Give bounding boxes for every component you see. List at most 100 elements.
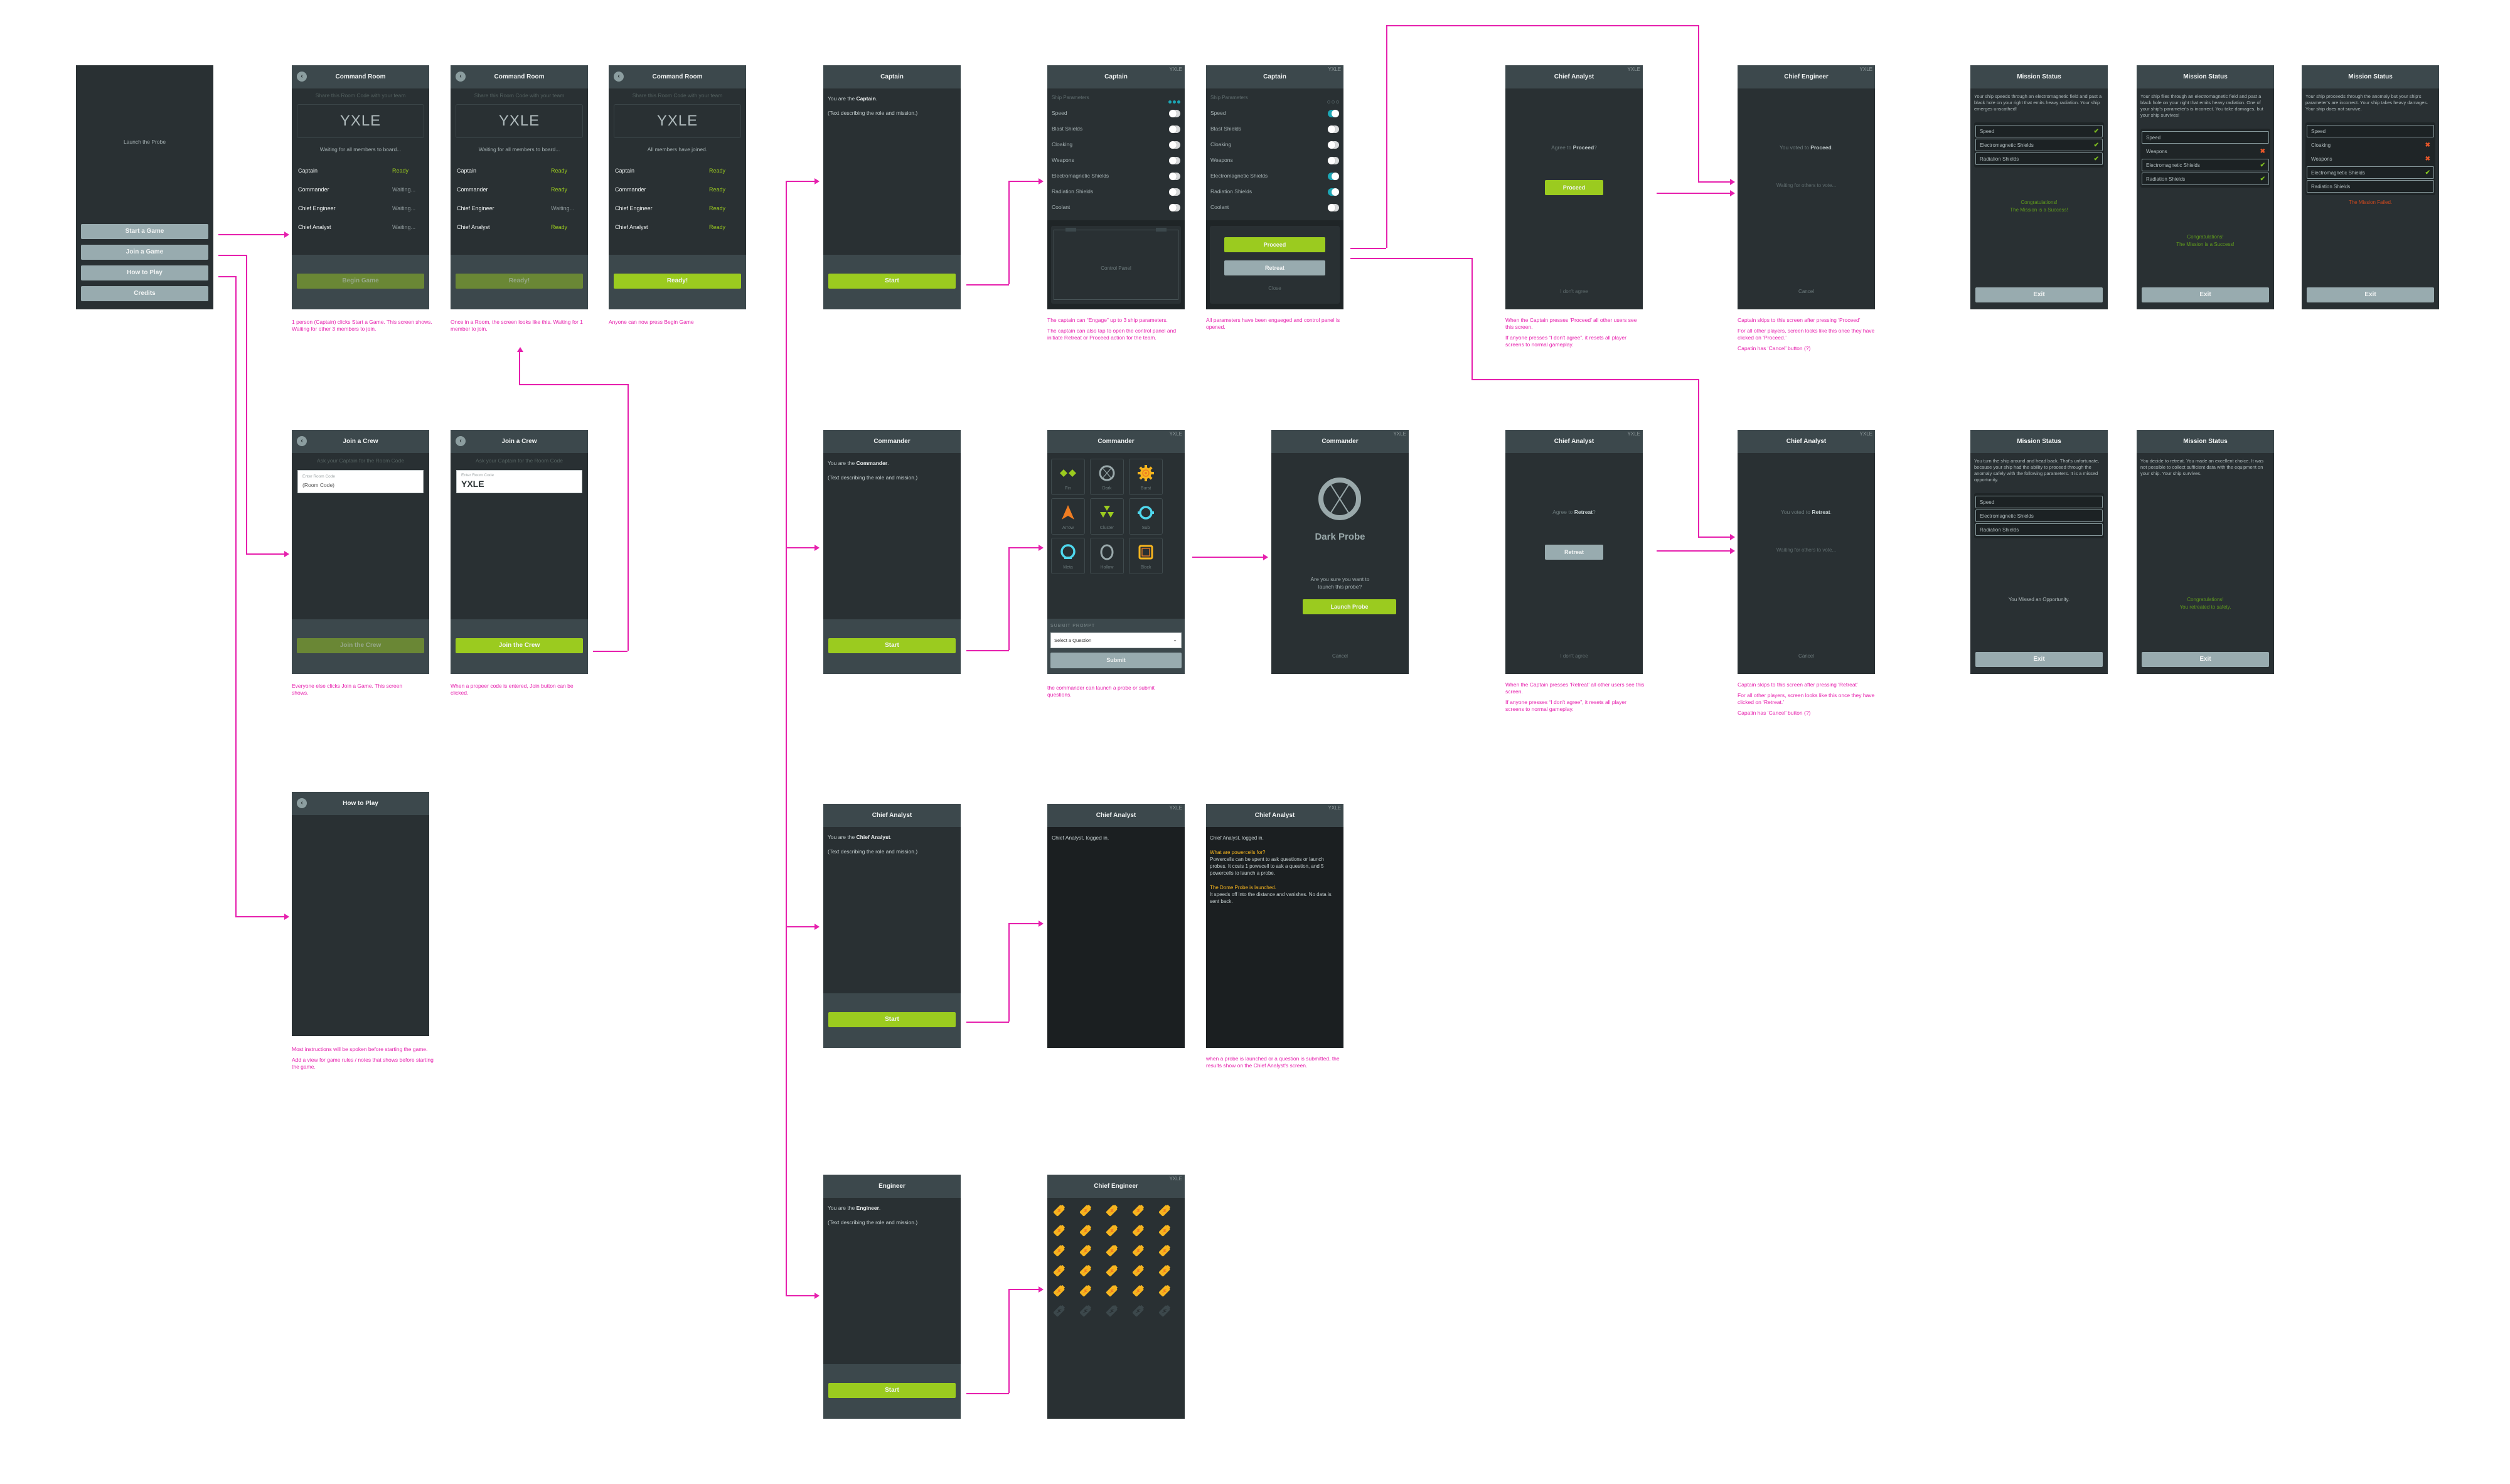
start-button[interactable]: Start — [828, 1383, 956, 1398]
question-select[interactable]: Select a Question ⌄ — [1050, 633, 1182, 648]
join-crew-button-disabled[interactable]: Join the Crew — [297, 638, 424, 653]
engage-dot — [1173, 100, 1176, 104]
launch-question: Are you sure you want to launch this pro… — [1310, 576, 1370, 590]
room-code-input[interactable]: Enter Room Code (Room Code) — [297, 470, 424, 493]
parameter-item: Electromagnetic Shields✔ — [1975, 139, 2103, 151]
back-icon[interactable]: ‹ — [297, 72, 307, 82]
start-button[interactable]: Start — [828, 1012, 956, 1027]
start-button[interactable]: Start — [828, 274, 956, 289]
probe-label: Arrow — [1062, 526, 1074, 530]
note-command-room-3: Anyone can now press Begin Game — [609, 319, 694, 325]
intro-role: Engineer — [856, 1205, 879, 1211]
check-icon: ✔ — [2425, 169, 2430, 176]
exit-button[interactable]: Exit — [2307, 287, 2434, 302]
disagree-button[interactable]: I don't agree — [1560, 653, 1588, 659]
param-toggle[interactable] — [1169, 125, 1180, 133]
probe-tile[interactable]: Dark — [1090, 459, 1124, 495]
param-toggle[interactable] — [1169, 173, 1180, 180]
how-to-play-button[interactable]: How to Play — [81, 265, 208, 280]
probe-tile[interactable]: Meta — [1051, 538, 1085, 574]
probe-tile[interactable]: Fin — [1051, 459, 1085, 495]
exit-button[interactable]: Exit — [2142, 287, 2269, 302]
param-toggle[interactable] — [1328, 157, 1339, 164]
param-label: Weapons — [1210, 157, 1233, 163]
launch-probe-button[interactable]: Launch Probe — [1303, 599, 1396, 614]
param-toggle[interactable] — [1328, 204, 1339, 211]
screen-title: Commander — [873, 438, 911, 445]
probe-tile[interactable]: Hollow — [1090, 538, 1124, 574]
role-description: (Text describing the role and mission.) — [828, 1219, 918, 1225]
param-toggle[interactable] — [1328, 141, 1339, 149]
probe-tile[interactable]: Burst — [1129, 459, 1163, 495]
join-crew-button[interactable]: Join the Crew — [456, 638, 583, 653]
screen-title: Chief Analyst — [1096, 812, 1136, 819]
arrowhead-icon — [1730, 179, 1735, 185]
back-icon[interactable]: ‹ — [456, 436, 466, 446]
param-toggle[interactable] — [1169, 157, 1180, 164]
screen-title: Mission Status — [2348, 73, 2393, 80]
proceed-button[interactable]: Proceed — [1224, 237, 1325, 252]
check-icon: ✔ — [2093, 128, 2099, 135]
probe-tile[interactable]: Cluster — [1090, 498, 1124, 535]
param-row: Radiation Shields — [1210, 188, 1339, 197]
action-name: Proceed — [1810, 144, 1832, 151]
room-code-tag: YXLE — [1328, 67, 1341, 72]
back-icon[interactable]: ‹ — [456, 72, 466, 82]
param-toggle[interactable] — [1328, 110, 1339, 117]
param-toggle[interactable] — [1169, 188, 1180, 196]
exit-button[interactable]: Exit — [2142, 652, 2269, 667]
probe-tile[interactable]: Arrow — [1051, 498, 1085, 535]
cancel-button[interactable]: Cancel — [1798, 653, 1814, 659]
param-toggle[interactable] — [1328, 188, 1339, 196]
disagree-button[interactable]: I don't agree — [1560, 289, 1588, 294]
back-icon[interactable]: ‹ — [614, 72, 624, 82]
room-code-tag: YXLE — [1627, 67, 1640, 72]
credits-button[interactable]: Credits — [81, 286, 208, 301]
ready-button[interactable]: Ready! — [614, 274, 741, 289]
begin-game-button[interactable]: Begin Game — [297, 274, 424, 289]
footer: Start — [823, 255, 961, 309]
start-game-button[interactable]: Start a Game — [81, 224, 208, 239]
retreat-button[interactable]: Retreat — [1224, 260, 1325, 275]
control-panel[interactable]: Control Panel — [1051, 226, 1181, 304]
screen-title: Command Room — [494, 73, 545, 80]
exit-button[interactable]: Exit — [1975, 287, 2103, 302]
param-toggle[interactable] — [1328, 125, 1339, 133]
probe-tile[interactable]: Block — [1129, 538, 1163, 574]
room-code-tag: YXLE — [1169, 805, 1182, 811]
room-code-display: YXLE — [297, 104, 424, 138]
param-toggle[interactable] — [1169, 141, 1180, 149]
probe-tile[interactable]: Sub — [1129, 498, 1163, 535]
param-toggle[interactable] — [1169, 110, 1180, 117]
probe-label: Fin — [1065, 486, 1071, 491]
connector-line — [966, 1393, 1009, 1394]
close-button[interactable]: Close — [1268, 286, 1281, 291]
submit-button[interactable]: Submit — [1050, 653, 1182, 668]
mission-description: Your ship flies through an electromagnet… — [2140, 93, 2263, 118]
exit-button[interactable]: Exit — [1975, 652, 2103, 667]
join-game-button[interactable]: Join a Game — [81, 245, 208, 260]
room-code-input[interactable]: Enter Room Code YXLE — [456, 470, 582, 493]
role-intro-text: You are the Engineer. — [828, 1205, 881, 1211]
start-button[interactable]: Start — [828, 638, 956, 653]
powercell-icon — [1052, 1284, 1065, 1297]
proceed-button[interactable]: Proceed — [1545, 180, 1603, 195]
intro-role: Chief Analyst — [856, 834, 890, 840]
param-row: Cloaking — [1052, 141, 1180, 150]
ready-button[interactable]: Ready! — [456, 274, 583, 289]
cancel-button[interactable]: Cancel — [1798, 289, 1814, 294]
parameter-label: Radiation Shields — [1980, 527, 2019, 533]
mission-result: The Mission Failed. — [2348, 200, 2393, 205]
cancel-button[interactable]: Cancel — [1332, 653, 1348, 659]
parameter-item: Cloaking✖ — [2307, 139, 2434, 151]
back-icon[interactable]: ‹ — [297, 798, 307, 808]
powercell-icon — [1052, 1244, 1065, 1257]
param-toggle[interactable] — [1169, 204, 1180, 211]
retreat-button[interactable]: Retreat — [1545, 545, 1603, 560]
mission-result: Congratulations! The Mission is a Succes… — [2176, 234, 2235, 247]
prefix: You voted to — [1781, 509, 1812, 515]
back-icon[interactable]: ‹ — [297, 436, 307, 446]
param-toggle[interactable] — [1328, 173, 1339, 180]
